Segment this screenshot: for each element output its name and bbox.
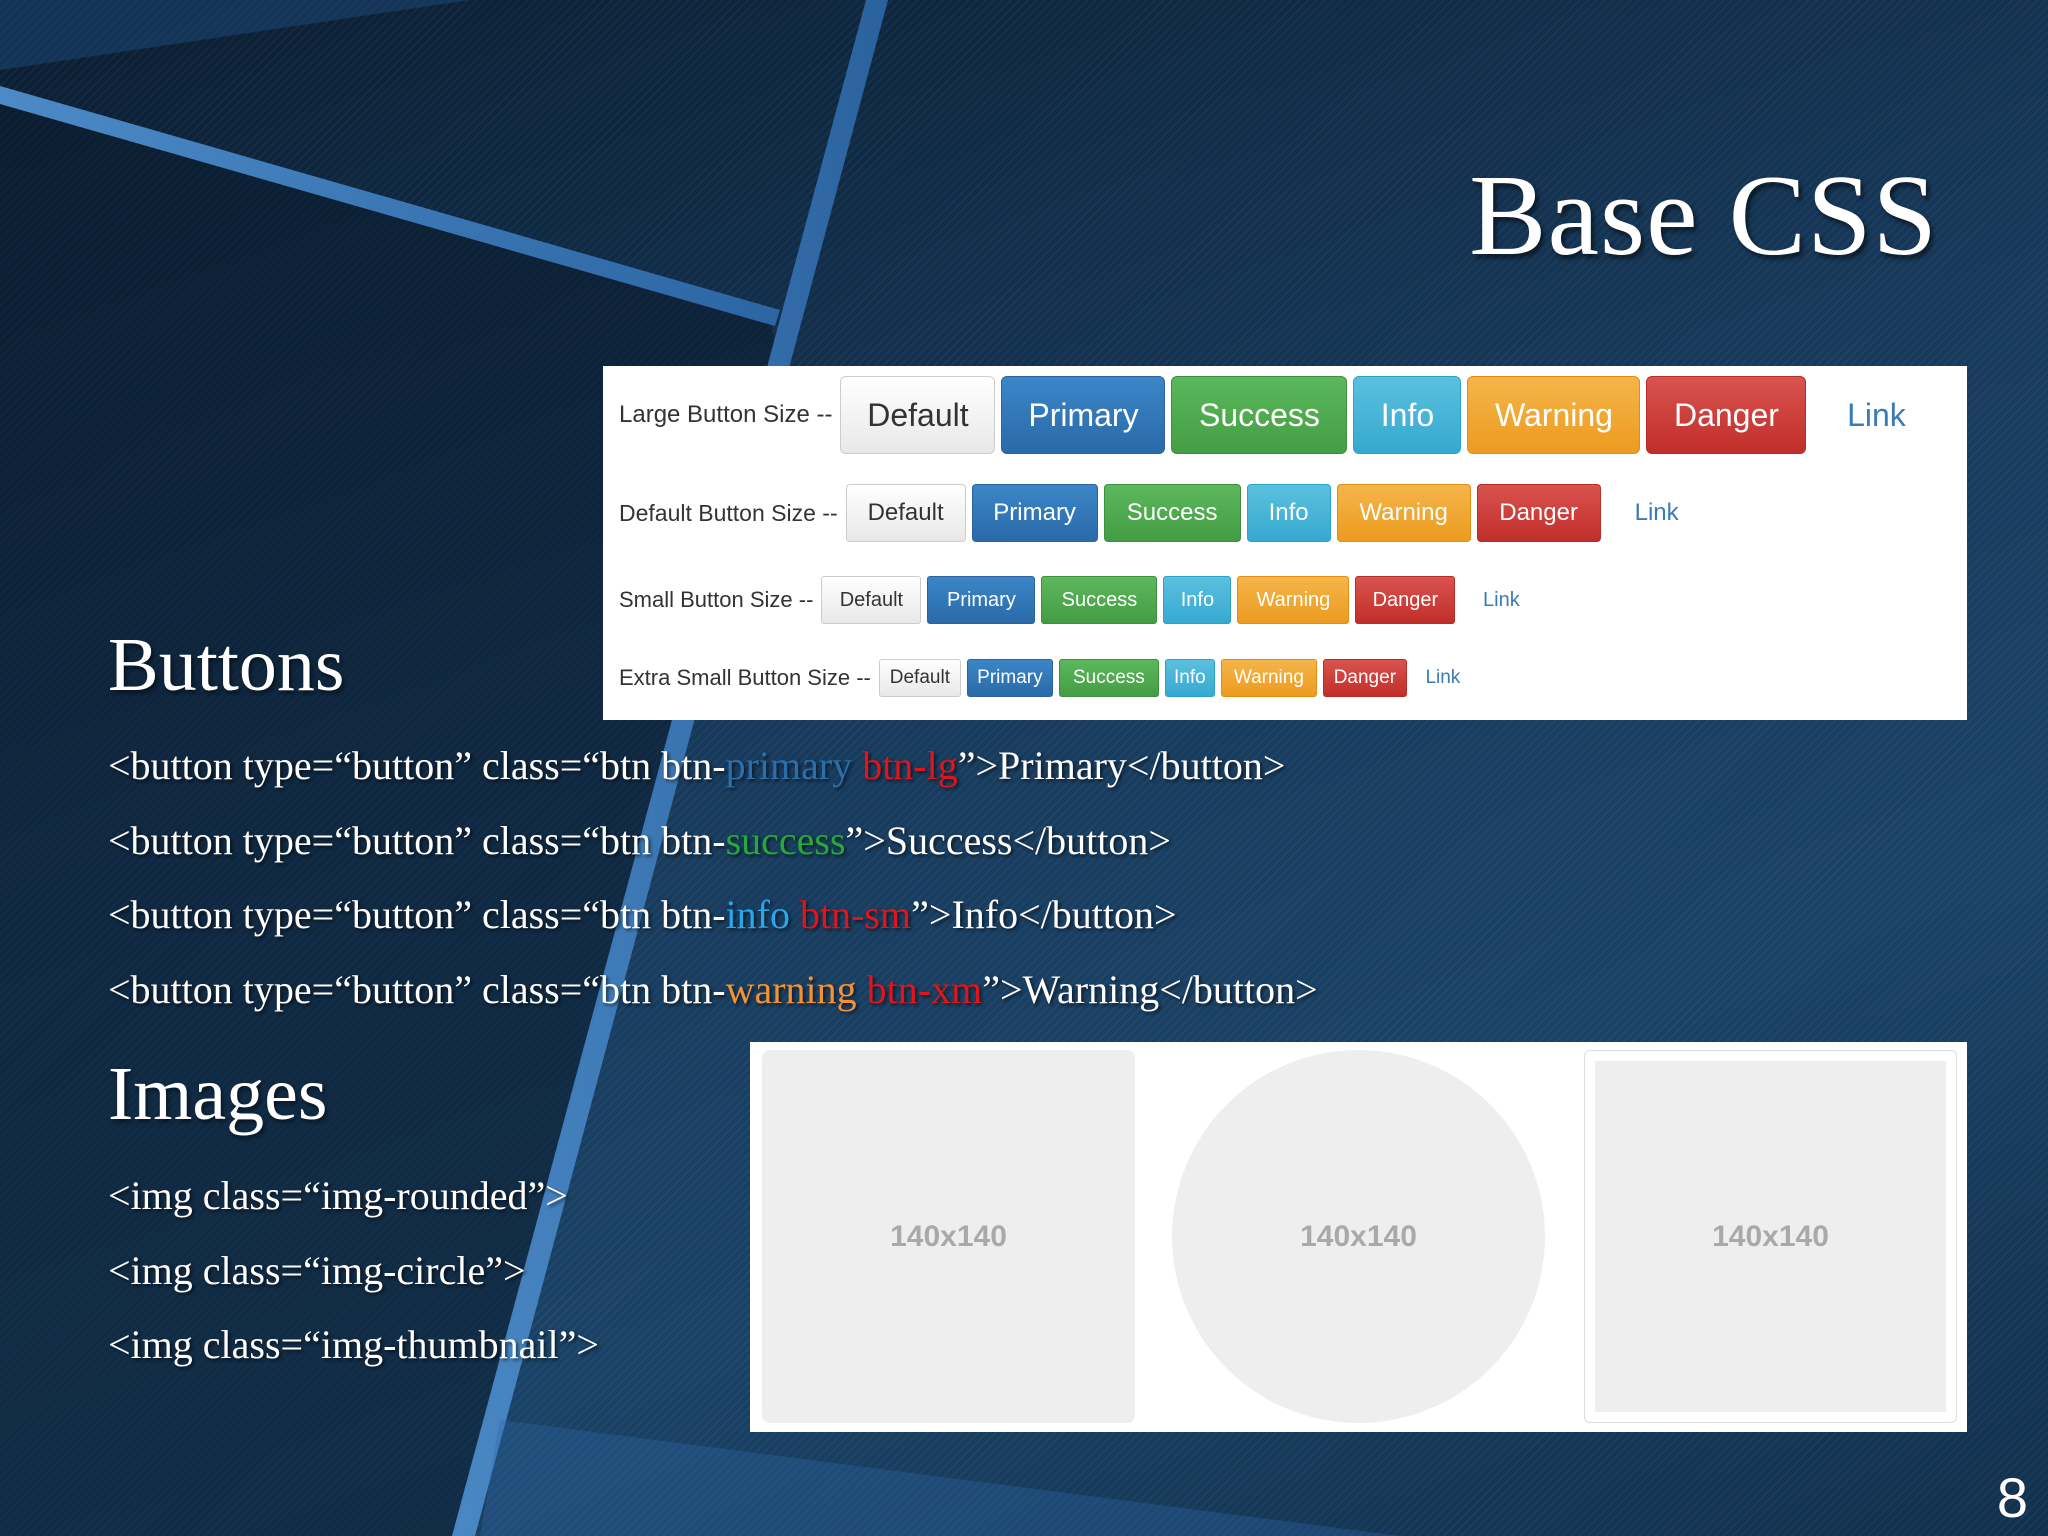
code-text: <button type=“button” class=“btn btn- [108, 892, 726, 937]
row-label-small: Small Button Size -- [619, 587, 814, 612]
code-text: <button type=“button” class=“btn btn- [108, 818, 726, 863]
code-text: ”>Info</button> [911, 892, 1177, 937]
small-button-row: Small Button Size -- Default Primary Suc… [619, 576, 1547, 624]
row-label-extra-small: Extra Small Button Size -- [619, 665, 871, 690]
buttons-demo-panel: Large Button Size -- Default Primary Suc… [603, 366, 1967, 720]
rounded-image-placeholder: 140x140 [762, 1050, 1135, 1423]
thumbnail-image-placeholder: 140x140 [1595, 1061, 1946, 1412]
info-button-lg[interactable]: Info [1353, 376, 1462, 454]
success-button-sm[interactable]: Success [1041, 576, 1158, 624]
danger-button-md[interactable]: Danger [1476, 484, 1601, 542]
danger-button-lg[interactable]: Danger [1646, 376, 1807, 454]
code-class-size: btn-lg [862, 743, 958, 788]
default-button-md[interactable]: Default [845, 484, 966, 542]
code-line-warning: <button type=“button” class=“btn btn-war… [108, 966, 1318, 1013]
images-demo-panel: 140x140 140x140 140x140 [750, 1042, 1967, 1432]
code-text: ”>Success</button> [845, 818, 1171, 863]
code-text: <button type=“button” class=“btn btn- [108, 967, 726, 1012]
link-button-lg[interactable]: Link [1847, 396, 1906, 433]
primary-button-lg[interactable]: Primary [1001, 376, 1166, 454]
info-button-xs[interactable]: Info [1164, 659, 1215, 697]
row-label-large: Large Button Size -- [619, 401, 833, 428]
buttons-heading: Buttons [108, 623, 345, 707]
extra-small-button-row: Extra Small Button Size -- Default Prima… [619, 659, 1479, 697]
code-line-info: <button type=“button” class=“btn btn-inf… [108, 891, 1177, 938]
link-button-xs[interactable]: Link [1425, 667, 1461, 688]
primary-button-sm[interactable]: Primary [927, 576, 1036, 624]
code-class-primary: primary [725, 743, 853, 788]
warning-button-sm[interactable]: Warning [1237, 576, 1350, 624]
success-button-xs[interactable]: Success [1058, 659, 1159, 697]
code-text: <button type=“button” class=“btn btn- [108, 743, 726, 788]
images-heading: Images [108, 1052, 328, 1136]
code-img-rounded: <img class=“img-rounded”> [108, 1173, 568, 1218]
code-text [857, 967, 867, 1012]
code-img-thumbnail: <img class=“img-thumbnail”> [108, 1322, 599, 1367]
code-line-primary: <button type=“button” class=“btn btn-pri… [108, 742, 1285, 789]
code-class-size: btn-xm [866, 967, 983, 1012]
code-text [852, 743, 862, 788]
code-line-success: <button type=“button” class=“btn btn-suc… [108, 817, 1171, 864]
code-class-info: info [725, 892, 790, 937]
default-button-xs[interactable]: Default [878, 659, 961, 697]
success-button-md[interactable]: Success [1103, 484, 1241, 542]
warning-button-lg[interactable]: Warning [1467, 376, 1641, 454]
success-button-lg[interactable]: Success [1171, 376, 1348, 454]
code-class-success: success [725, 818, 846, 863]
large-button-row: Large Button Size -- Default Primary Suc… [619, 376, 1946, 454]
code-text: ”>Primary</button> [957, 743, 1286, 788]
code-text [790, 892, 800, 937]
code-class-warning: warning [725, 967, 857, 1012]
warning-button-md[interactable]: Warning [1336, 484, 1471, 542]
danger-button-xs[interactable]: Danger [1322, 659, 1407, 697]
code-class-size: btn-sm [800, 892, 912, 937]
row-label-default: Default Button Size -- [619, 499, 838, 526]
info-button-md[interactable]: Info [1246, 484, 1331, 542]
code-img-circle: <img class=“img-circle”> [108, 1248, 526, 1293]
default-button-row: Default Button Size -- Default Primary S… [619, 484, 1713, 542]
page-number: 8 [1996, 1466, 2028, 1529]
code-text: ”>Warning</button> [982, 967, 1318, 1012]
warning-button-xs[interactable]: Warning [1220, 659, 1317, 697]
primary-button-xs[interactable]: Primary [966, 659, 1053, 697]
link-button-md[interactable]: Link [1634, 499, 1679, 526]
default-button-sm[interactable]: Default [821, 576, 922, 624]
link-button-sm[interactable]: Link [1483, 588, 1520, 611]
slide-title: Base CSS [1469, 152, 1938, 280]
info-button-sm[interactable]: Info [1163, 576, 1232, 624]
primary-button-md[interactable]: Primary [971, 484, 1098, 542]
circle-image-placeholder: 140x140 [1172, 1050, 1545, 1423]
default-button-lg[interactable]: Default [840, 376, 996, 454]
danger-button-sm[interactable]: Danger [1355, 576, 1456, 624]
